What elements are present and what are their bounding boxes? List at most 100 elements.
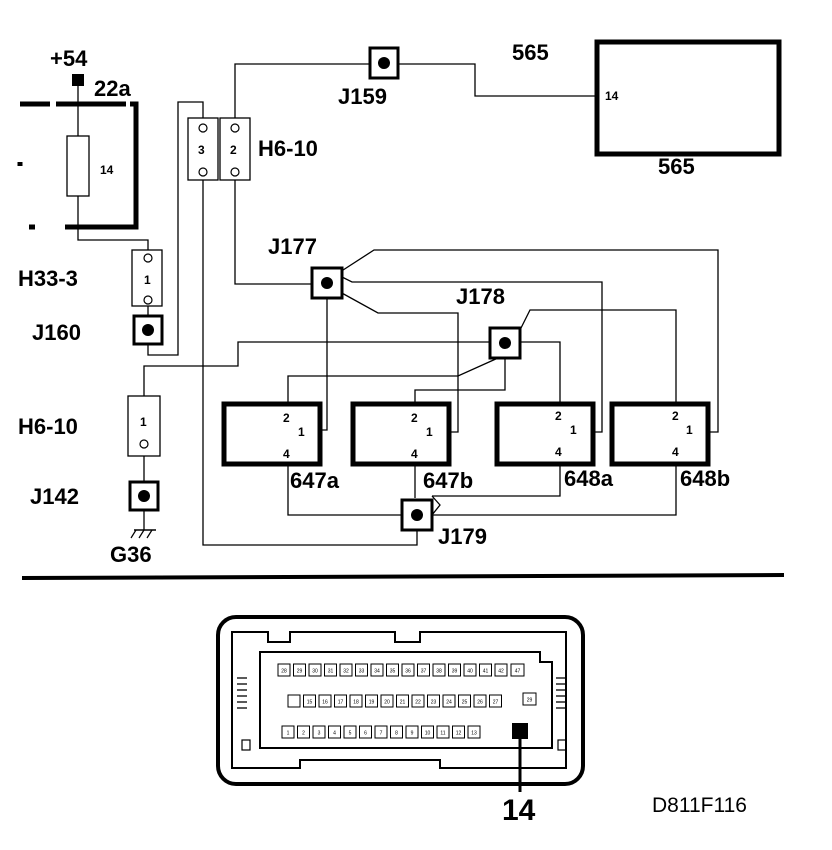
connector-pin-number: 11 (440, 731, 445, 737)
ground-g36-icon (130, 529, 156, 539)
connector-pin-number: 9 (411, 731, 414, 737)
connector-pin-number: 34 (374, 669, 380, 675)
module-647b (350, 401, 452, 467)
terminal-plus54-icon (72, 74, 84, 86)
connector-pin-number: 39 (452, 669, 458, 675)
junction-j160 (132, 314, 164, 346)
connector-pin-number: 15 (307, 700, 313, 706)
connector-pin-number: 19 (369, 700, 375, 706)
connector-pin-cell (467, 725, 481, 739)
label-h33-pin: 1 (144, 273, 151, 287)
connector-pin-cell (374, 725, 388, 739)
connector-pin-number: 26 (477, 700, 483, 706)
connector-pin-cell (396, 694, 409, 708)
connector-h6-10-top (187, 117, 251, 181)
connector-pin-number: 24 (446, 700, 452, 706)
connector-pin-number: 2 (302, 731, 305, 737)
label-h33-3: H33-3 (18, 266, 78, 291)
junction-j177 (310, 266, 344, 300)
connector-pin-number: 32 (343, 669, 349, 675)
648a-pin4: 4 (555, 445, 562, 459)
connector-pin-number: 42 (498, 669, 504, 675)
label-565-top: 565 (512, 40, 549, 65)
label-fuse-value: 14 (100, 163, 114, 177)
connector-pin-number: 20 (384, 700, 390, 706)
label-22a: 22a (94, 76, 131, 101)
647b-pin2: 2 (411, 411, 418, 425)
connector-pin-cell (370, 663, 384, 677)
label-647a: 647a (290, 468, 340, 493)
pin-callout-label: 14 (502, 794, 536, 827)
label-h6a-pin3: 3 (198, 143, 205, 157)
label-h6a-pin2: 2 (230, 143, 237, 157)
junction-j142 (128, 480, 160, 512)
connector-pin-number: 12 (456, 731, 462, 737)
connector-pin-cell (458, 694, 471, 708)
connector-pin-cell (442, 694, 456, 708)
labels: +54 22a 14 H33-3 1 J160 H6-10 1 J142 G36… (18, 40, 747, 827)
module-647a (221, 401, 323, 467)
connector-pin-cell (328, 725, 341, 739)
pin-14-highlight (512, 723, 528, 739)
648b-pin4: 4 (672, 445, 679, 459)
connector-pin-number: 10 (425, 731, 431, 737)
label-647b: 647b (423, 468, 473, 493)
connector-pin-cell (380, 694, 394, 708)
connector-pin-cell (494, 663, 508, 677)
648a-pin2: 2 (555, 409, 562, 423)
connector-pin-number: 35 (390, 669, 396, 675)
junction-j179 (400, 498, 434, 532)
connector-pin-number: 33 (359, 669, 365, 675)
connector-pin-number: 41 (483, 669, 489, 675)
connector-h6-10-bottom (127, 395, 161, 457)
connector-pin-cell (417, 663, 430, 677)
section-divider (21, 573, 785, 580)
connector-pin-number: 5 (349, 731, 352, 737)
junction-j178 (488, 326, 522, 360)
label-j177: J177 (268, 234, 317, 259)
connector-pin-cell (510, 663, 525, 677)
connector-pin-cell (421, 725, 434, 739)
label-h6-10-bottom: H6-10 (18, 414, 78, 439)
connector-pin-cell (390, 725, 403, 739)
connector-pin-cell (401, 663, 415, 677)
connector-pin-cell (334, 694, 347, 708)
label-565-pin: 14 (605, 89, 619, 103)
connector-pin-cell (293, 663, 306, 677)
connector-pin-number: 36 (405, 669, 411, 675)
648a-pin1: 1 (570, 423, 577, 437)
label-g36: G36 (110, 542, 152, 567)
connector-pin-number: 8 (395, 731, 398, 737)
connector-pin-number: 18 (353, 700, 359, 706)
figure-code: D811F116 (652, 794, 747, 817)
connector-pin-cell (386, 663, 399, 677)
connector-pin-number: 28 (281, 669, 287, 675)
connector-pin-cell (339, 663, 353, 677)
connector-pin-cell (463, 663, 477, 677)
connector-pin-number: 7 (380, 731, 383, 737)
connector-pin-cell (324, 663, 337, 677)
connector-pin-number: 3 (318, 731, 321, 737)
connector-pin-number: 1 (287, 731, 290, 737)
connector-pin-number: 29 (527, 698, 533, 704)
connector-pin-cell (489, 694, 502, 708)
connector-pin-number: 31 (328, 669, 334, 675)
connector-pin-number: 17 (338, 700, 344, 706)
647a-pin1: 1 (298, 425, 305, 439)
647b-pin1: 1 (426, 425, 433, 439)
fuse-icon (66, 135, 90, 197)
connector-pin-cell (308, 663, 322, 677)
647a-pin4: 4 (283, 447, 290, 461)
connector-pin-cell (411, 694, 425, 708)
label-h6b-pin: 1 (140, 415, 147, 429)
label-j142: J142 (30, 484, 79, 509)
connector-pin-cell (359, 725, 372, 739)
connector-pin-number: 4 (333, 731, 336, 737)
fuse-block (17, 101, 139, 230)
648b-pin1: 1 (686, 423, 693, 437)
connector-pin-number: 16 (322, 700, 328, 706)
connector-pin-number: 6 (364, 731, 367, 737)
